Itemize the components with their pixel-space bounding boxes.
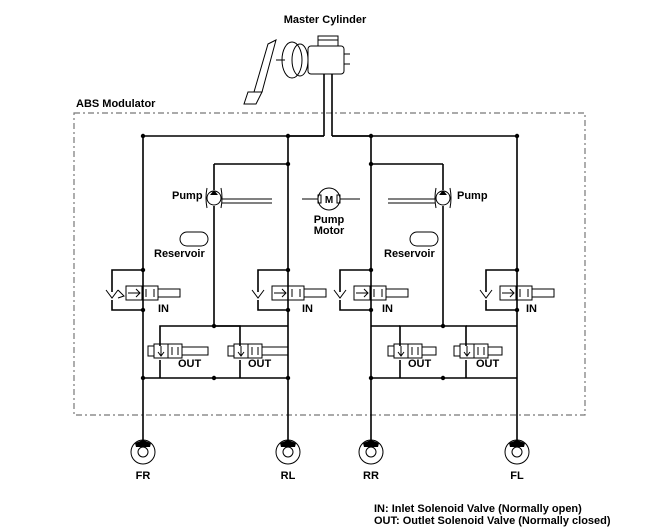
inlet-valve-rr-label: IN <box>382 303 393 315</box>
wheel-label-fl: FL <box>510 470 524 482</box>
reservoir-left-label: Reservoir <box>154 248 205 260</box>
inlet-valve-fr-icon <box>105 285 181 301</box>
wheel-brake-fr-icon <box>130 439 156 465</box>
main-brake-lines <box>111 135 518 440</box>
wheel-label-rr: RR <box>363 470 379 482</box>
master-cylinder-label: Master Cylinder <box>284 14 367 26</box>
pump-motor-label-line1: Pump <box>314 214 345 226</box>
inlet-valve-fr-label: IN <box>158 303 169 315</box>
outlet-valve-rr-icon <box>387 343 437 359</box>
outlet-valve-rl-icon <box>227 343 289 359</box>
inlet-valve-fl-icon <box>479 285 555 301</box>
wheel-label-rl: RL <box>281 470 296 482</box>
master-cylinder-icon <box>243 35 350 136</box>
outlet-valve-fl-label: OUT <box>476 358 500 370</box>
pump-motor-icon: M <box>317 187 341 211</box>
wheel-brake-rr-icon <box>358 439 384 465</box>
legend-in: IN: Inlet Solenoid Valve (Normally open) <box>374 503 582 515</box>
inlet-valve-fl-label: IN <box>526 303 537 315</box>
inlet-valve-rr-icon <box>333 285 409 301</box>
pump-left-icon <box>205 187 223 209</box>
inlet-valve-rl-label: IN <box>302 303 313 315</box>
outlet-valve-fl-icon <box>453 343 503 359</box>
outlet-valve-fr-icon <box>147 343 209 359</box>
reservoir-right-icon <box>409 231 439 247</box>
pump-right-icon <box>434 187 452 209</box>
wheel-label-fr: FR <box>136 470 151 482</box>
junction-dots <box>140 133 520 381</box>
pump-motor-label-line2: Motor <box>314 225 345 237</box>
pump-right-label: Pump <box>457 190 488 202</box>
abs-modulator-label: ABS Modulator <box>76 98 156 110</box>
wheel-brake-fl-icon <box>504 439 530 465</box>
reservoir-left-icon <box>179 231 209 247</box>
reservoir-right-label: Reservoir <box>384 248 435 260</box>
pump-left-label: Pump <box>172 190 203 202</box>
outlet-valve-rl-label: OUT <box>248 358 272 370</box>
abs-modulator-boundary <box>73 112 586 416</box>
wheel-brake-rl-icon <box>275 439 301 465</box>
motor-symbol: M <box>325 195 333 206</box>
legend-out: OUT: Outlet Solenoid Valve (Normally clo… <box>374 515 611 527</box>
inlet-valve-rl-icon <box>251 285 327 301</box>
outlet-valve-fr-label: OUT <box>178 358 202 370</box>
outlet-valve-rr-label: OUT <box>408 358 432 370</box>
